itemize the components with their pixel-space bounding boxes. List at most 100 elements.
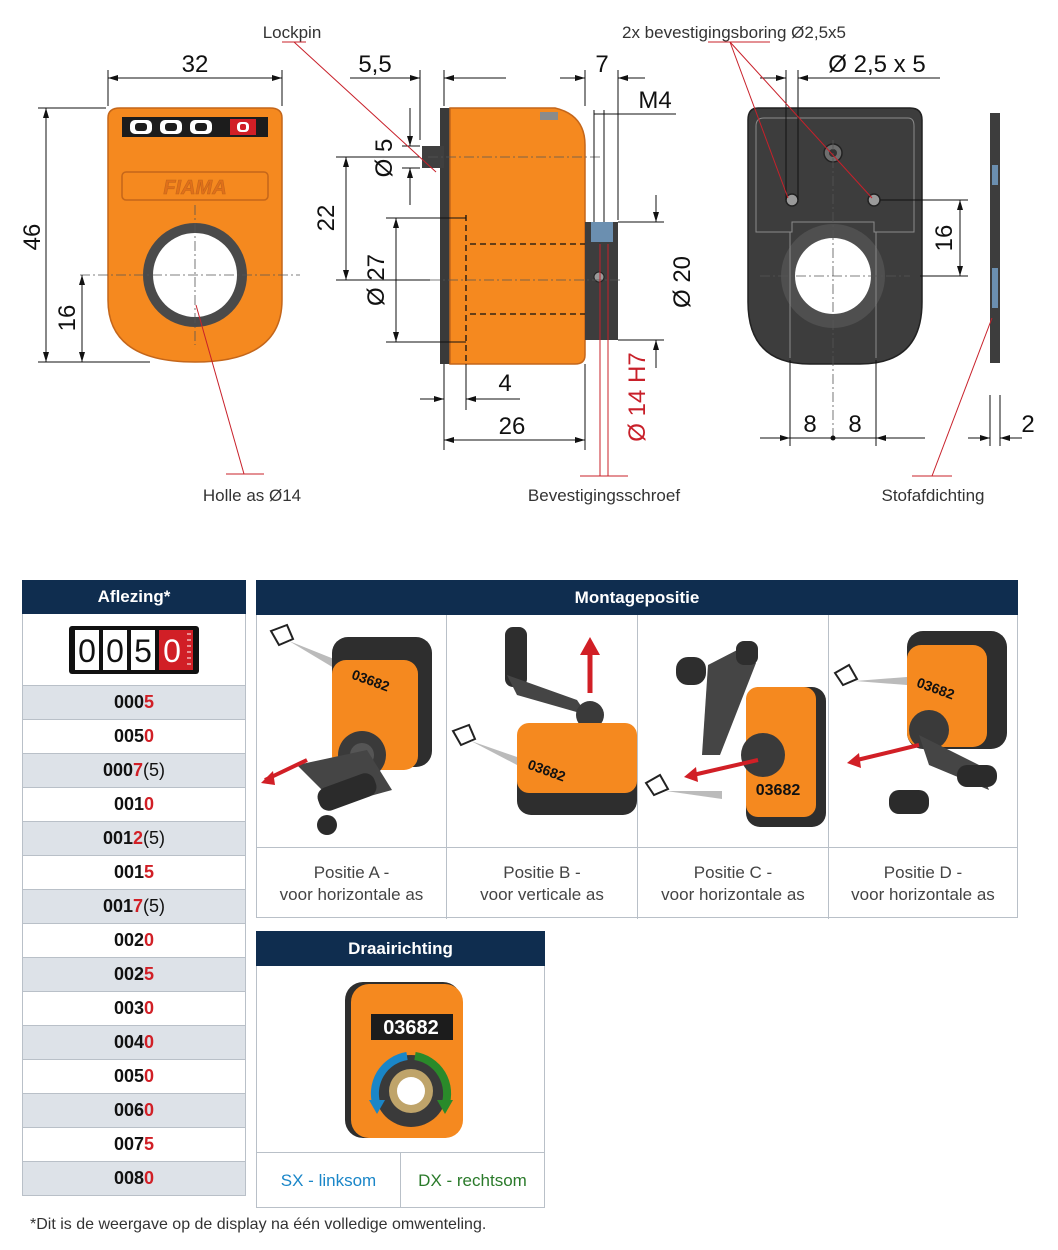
position-b-caption: Positie B - voor verticale as	[447, 847, 638, 919]
reading-last-digit: 5	[144, 1134, 155, 1154]
dim-22: 22	[313, 205, 340, 232]
counter-digit-2: 0	[106, 633, 124, 669]
front-counter	[130, 119, 256, 135]
reading-base: 008	[113, 1168, 145, 1188]
dim-16-back: 16	[931, 225, 958, 252]
reading-base: 000	[113, 692, 145, 712]
dim-8b: 8	[848, 411, 861, 438]
draairichting-display: 03682	[383, 1017, 439, 1039]
reading-base: 007	[113, 1134, 145, 1154]
dim-m4: M4	[638, 87, 671, 114]
position-b-image: 03682	[447, 615, 638, 847]
back-dimensions: Ø 2,5 x 5 16 8 8	[760, 51, 968, 446]
reading-base: 002	[113, 930, 145, 950]
position-d-line2: voor horizontale as	[851, 884, 995, 904]
reading-last-digit: 0	[144, 1168, 155, 1188]
dim-4: 4	[498, 370, 511, 397]
reading-base: 002	[113, 964, 145, 984]
dim-d14-h7: Ø 14 H7	[624, 352, 651, 441]
dim-5-5: 5,5	[358, 51, 391, 78]
reading-last-digit: 0	[144, 726, 155, 746]
label-stofafdichting: Stofafdichting	[881, 486, 984, 505]
gasket-view: 2	[968, 113, 1035, 446]
montage-title: Montagepositie	[256, 580, 1018, 615]
dim-46: 46	[19, 224, 46, 251]
dim-d2-5x5: Ø 2,5 x 5	[828, 51, 925, 78]
position-b-line2: voor verticale as	[480, 884, 604, 904]
reading-last-digit: 0	[144, 1032, 155, 1052]
front-dimensions: 32 46 16	[19, 51, 283, 363]
label-holle-as: Holle as Ø14	[203, 486, 301, 505]
reading-base: 004	[113, 1032, 145, 1052]
reading-half-step: (5)	[143, 760, 166, 780]
dim-26: 26	[499, 413, 526, 440]
leader-lines	[195, 41, 993, 477]
position-c-line2: voor horizontale as	[661, 884, 805, 904]
reading-last-digit: 0	[144, 930, 155, 950]
reading-base: 001	[113, 794, 145, 814]
reading-base: 006	[113, 1100, 145, 1120]
counter-digit-3: 5	[134, 633, 152, 669]
reading-last-digit: 5	[144, 862, 155, 882]
reading-base: 000	[102, 760, 134, 780]
reading-base: 001	[102, 828, 134, 848]
reading-last-digit: 7	[133, 760, 144, 780]
counter-digit-1: 0	[78, 633, 96, 669]
dx-label: DX - rechtsom	[401, 1152, 544, 1208]
technical-drawing: FIAMA 32 46 16 5,	[19, 23, 1035, 505]
rotation-image: 03682	[345, 982, 463, 1138]
label-lockpin: Lockpin	[263, 23, 322, 42]
sx-label: SX - linksom	[257, 1152, 401, 1208]
position-d-image: 03682	[829, 615, 1019, 847]
position-a-line1: Positie A -	[313, 862, 390, 882]
dim-32: 32	[182, 51, 209, 78]
dim-2: 2	[1021, 411, 1034, 438]
back-view	[747, 107, 923, 440]
dim-7: 7	[595, 51, 608, 78]
counter-digit-4: 0	[163, 633, 181, 669]
draairichting-title: Draairichting	[256, 931, 545, 966]
front-view: FIAMA	[80, 107, 300, 363]
dim-16-front: 16	[54, 305, 81, 332]
position-a-caption: Positie A - voor horizontale as	[257, 847, 447, 919]
draairichting-panel: Draairichting 03682 SX - linksom DX - re…	[256, 931, 545, 1208]
reading-last-digit: 0	[144, 1100, 155, 1120]
aflezing-title: Aflezing*	[22, 580, 246, 614]
reading-base: 005	[113, 1066, 145, 1086]
reading-base: 001	[102, 896, 134, 916]
position-d-caption: Positie D - voor horizontale as	[829, 847, 1017, 919]
dim-d20: Ø 20	[669, 256, 696, 308]
reading-base: 001	[113, 862, 145, 882]
position-c-image: 03682	[638, 615, 829, 847]
reading-base: 003	[113, 998, 145, 1018]
position-c-line1: Positie C -	[693, 862, 773, 882]
brand-logo: FIAMA	[163, 177, 226, 199]
dim-d5: Ø 5	[371, 139, 398, 178]
montage-panel: Montagepositie 03682	[256, 580, 1019, 919]
position-c-caption: Positie C - voor horizontale as	[638, 847, 829, 919]
footnote: *Dit is de weergave op de display na één…	[30, 1216, 487, 1233]
label-bevestigingsboring: 2x bevestigingsboring Ø2,5x5	[622, 23, 846, 42]
position-a-image: 03682	[257, 615, 447, 847]
dim-d27: Ø 27	[363, 254, 390, 306]
aflezing-counter: 0 0 5 0	[22, 614, 246, 686]
reading-last-digit: 5	[144, 964, 155, 984]
reading-base: 005	[113, 726, 145, 746]
side-dimensions: 5,5 Ø 5 22 Ø 27 7 M4 Ø 20 Ø 14 H7	[313, 51, 696, 477]
reading-half-step: (5)	[143, 896, 166, 916]
counter-display: 0 0 5 0	[69, 625, 199, 674]
